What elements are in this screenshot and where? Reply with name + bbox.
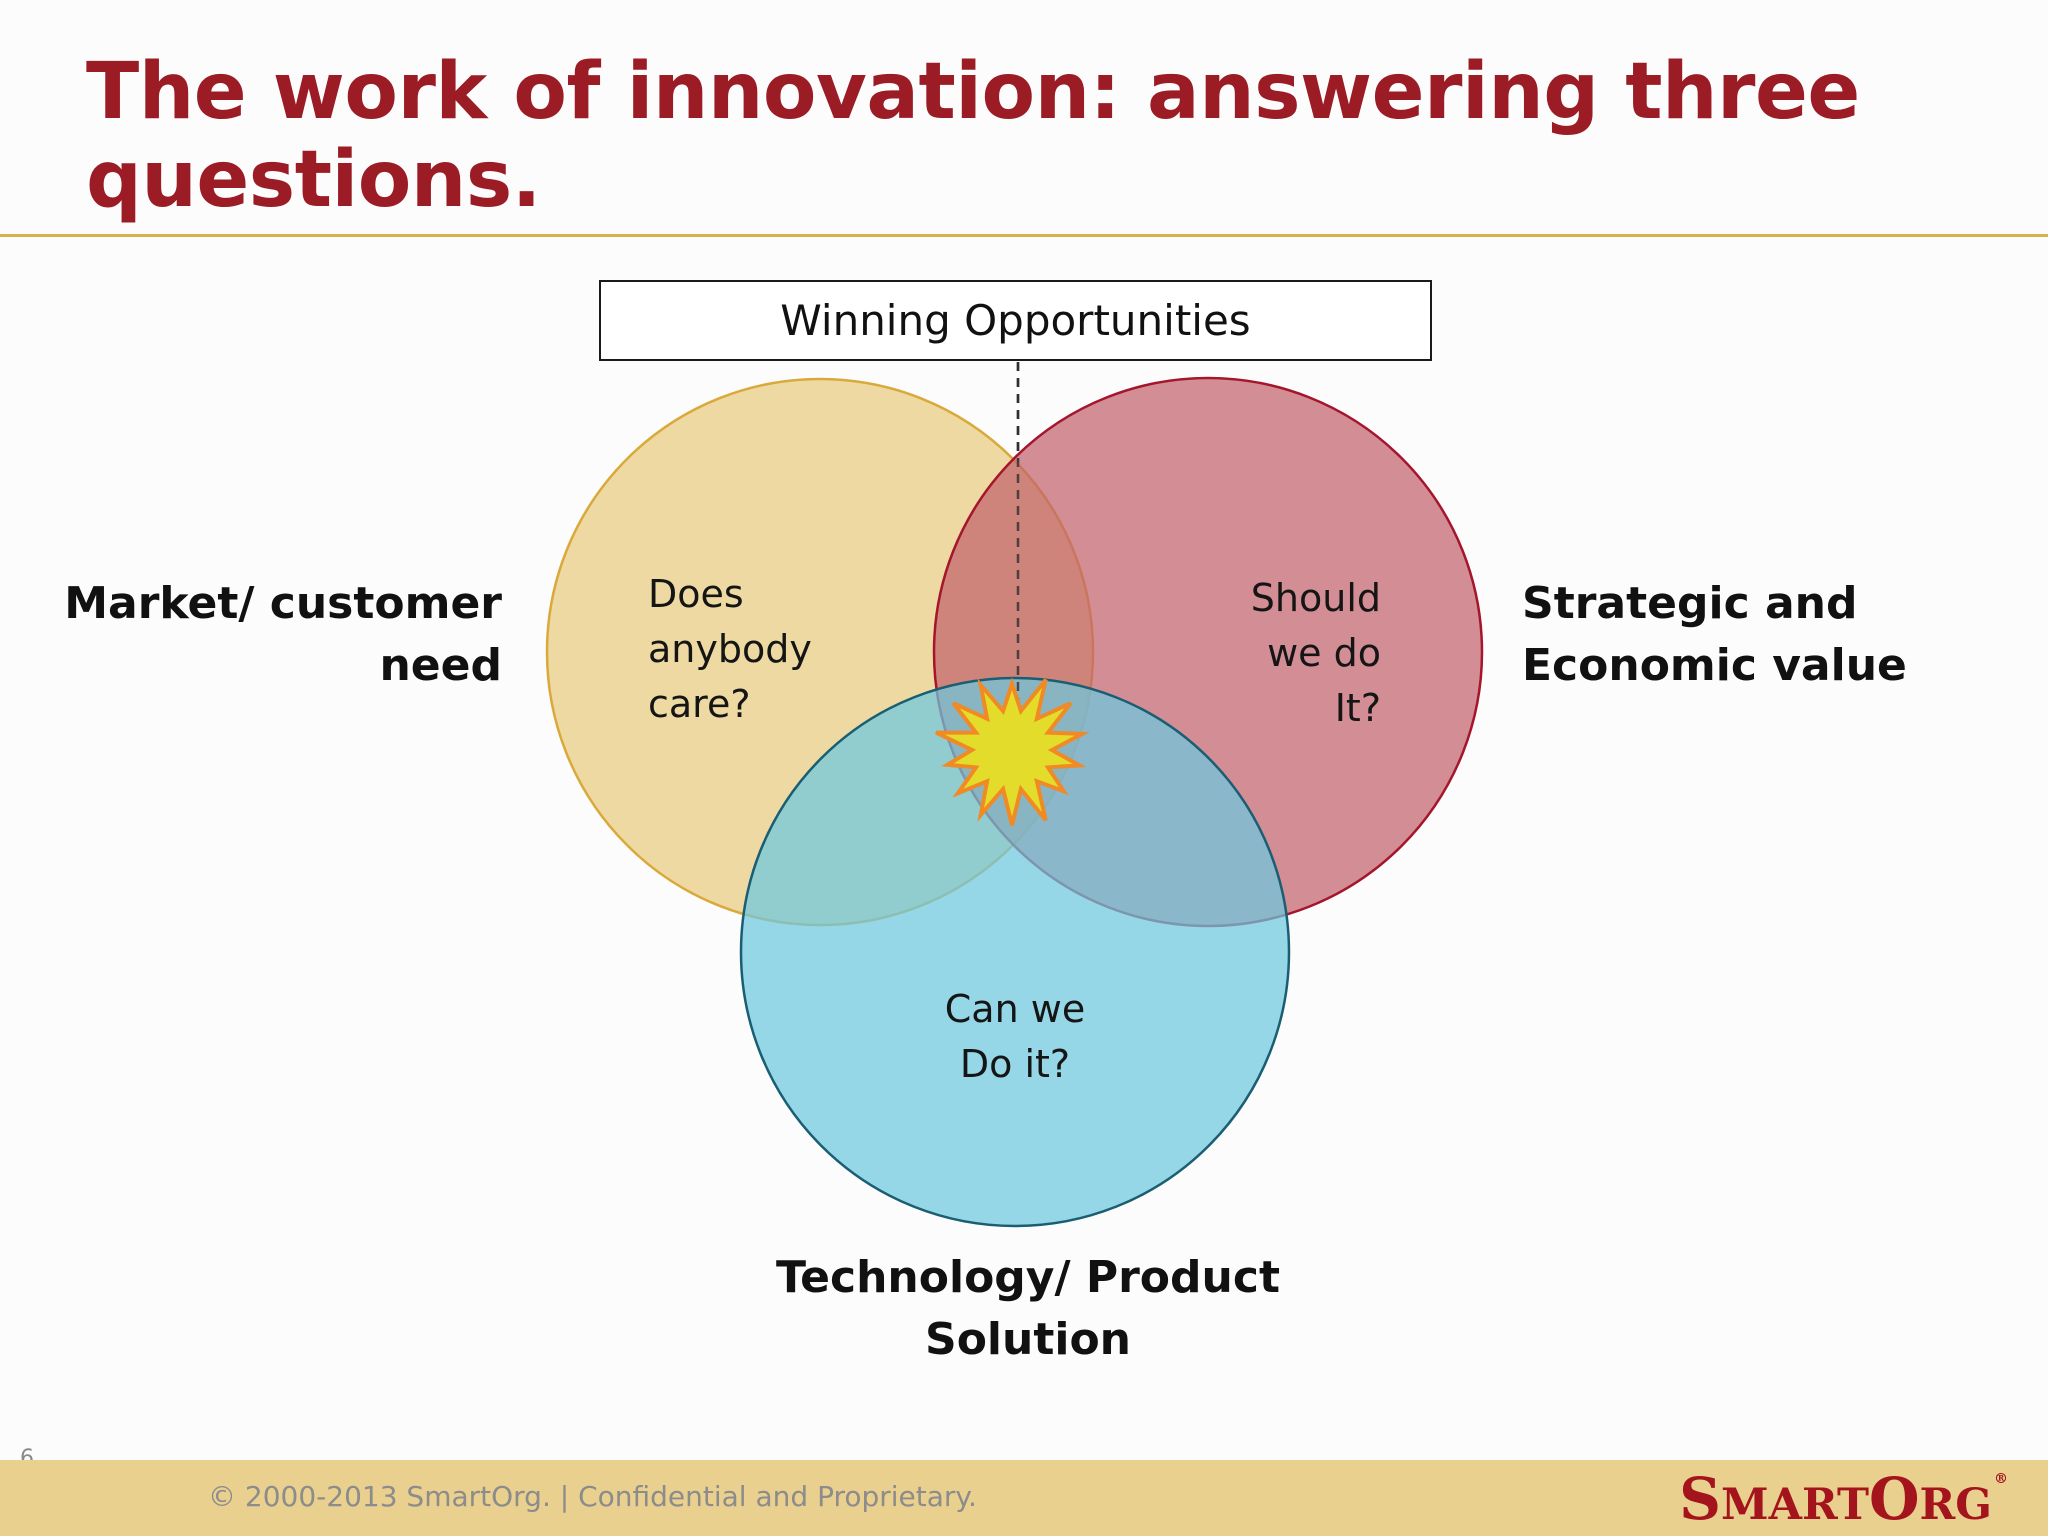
market-customer-need-label: Market/ customer need xyxy=(64,573,502,697)
footer-bar xyxy=(0,1460,2048,1536)
technology-label-line-2: Solution xyxy=(925,1314,1131,1365)
title-divider xyxy=(0,234,2048,237)
market-label-line-1: Market/ customer xyxy=(64,578,502,629)
technology-label-line-1: Technology/ Product xyxy=(776,1252,1280,1303)
callout-text: Winning Opportunities xyxy=(780,296,1251,345)
market-label-line-2: need xyxy=(379,640,502,691)
market-question-line-1: Does xyxy=(648,572,744,616)
technology-question-line-1: Can we xyxy=(944,987,1086,1031)
smartorg-logo: SMARTORG® xyxy=(1679,1465,2008,1533)
market-question-line-3: care? xyxy=(648,682,751,726)
winning-opportunities-callout: Winning Opportunities xyxy=(599,280,1432,361)
venn-diagram xyxy=(545,362,1484,1228)
strategic-question-line-1: Should xyxy=(1250,576,1381,620)
slide-title: The work of innovation: answering three … xyxy=(86,47,1860,225)
strategic-label-line-2: Economic value xyxy=(1522,640,1907,691)
strategic-economic-value-label: Strategic and Economic value xyxy=(1522,573,1907,697)
starburst-icon xyxy=(935,677,1090,826)
technology-product-solution-label: Technology/ Product Solution xyxy=(768,1247,1288,1371)
technology-question: Can we Do it? xyxy=(900,982,1130,1092)
strategic-question-line-3: It? xyxy=(1334,686,1381,730)
market-question: Does anybody care? xyxy=(648,567,812,732)
technology-solution-circle xyxy=(739,676,1291,1228)
copyright-notice: © 2000-2013 SmartOrg. | Confidential and… xyxy=(208,1480,977,1513)
strategic-question: Should we do It? xyxy=(1251,571,1381,736)
market-question-line-2: anybody xyxy=(648,627,812,671)
strategic-question-line-2: we do xyxy=(1267,631,1381,675)
strategic-label-line-1: Strategic and xyxy=(1522,578,1858,629)
technology-question-line-2: Do it? xyxy=(959,1042,1071,1086)
